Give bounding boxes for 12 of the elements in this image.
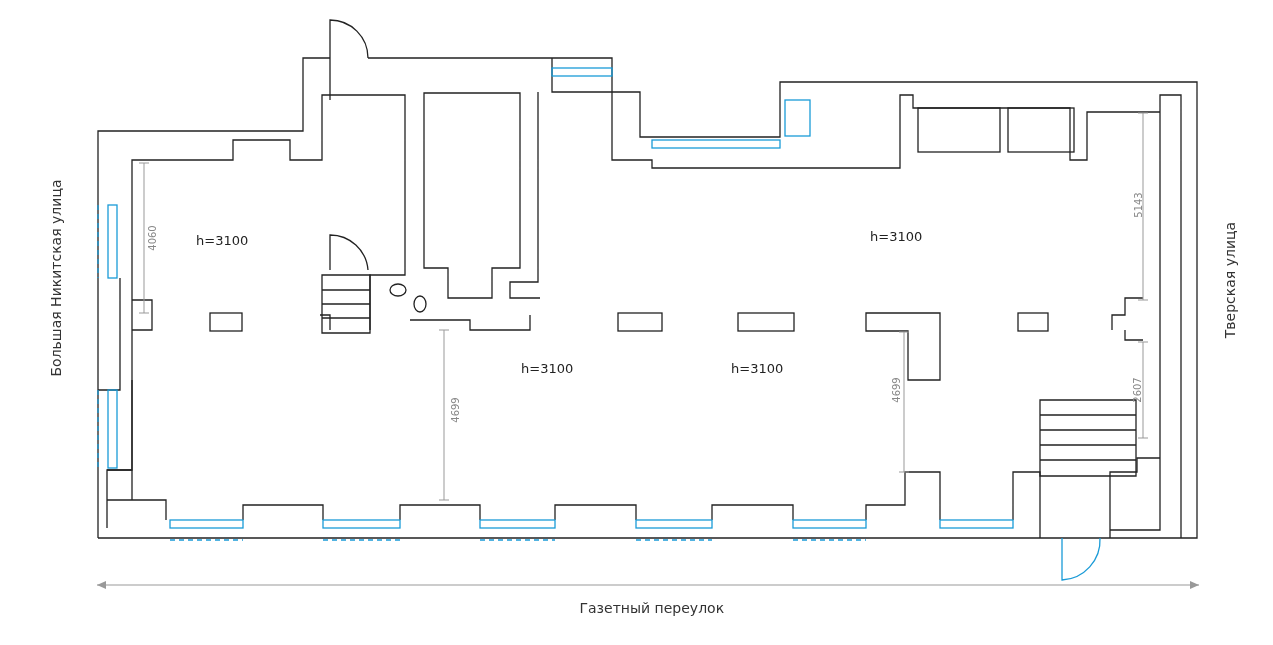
dimension-value: 5143 bbox=[1133, 192, 1144, 218]
dimension-value: 4060 bbox=[147, 225, 158, 251]
street-name: Тверская улица bbox=[1223, 221, 1238, 339]
ceiling-height-label: h=3100 bbox=[731, 361, 784, 375]
dimension-value: 4699 bbox=[450, 397, 461, 423]
ceiling-height-label: h=3100 bbox=[521, 361, 574, 375]
ceiling-height-label: h=3100 bbox=[870, 229, 923, 243]
dimension-value: 4699 bbox=[891, 377, 902, 403]
dimension-value: 2607 bbox=[1132, 377, 1143, 403]
street-name: Большая Никитская улица bbox=[48, 179, 62, 377]
street-name: Газетный переулок bbox=[579, 601, 725, 615]
ceiling-height-label: h=3100 bbox=[196, 233, 249, 247]
